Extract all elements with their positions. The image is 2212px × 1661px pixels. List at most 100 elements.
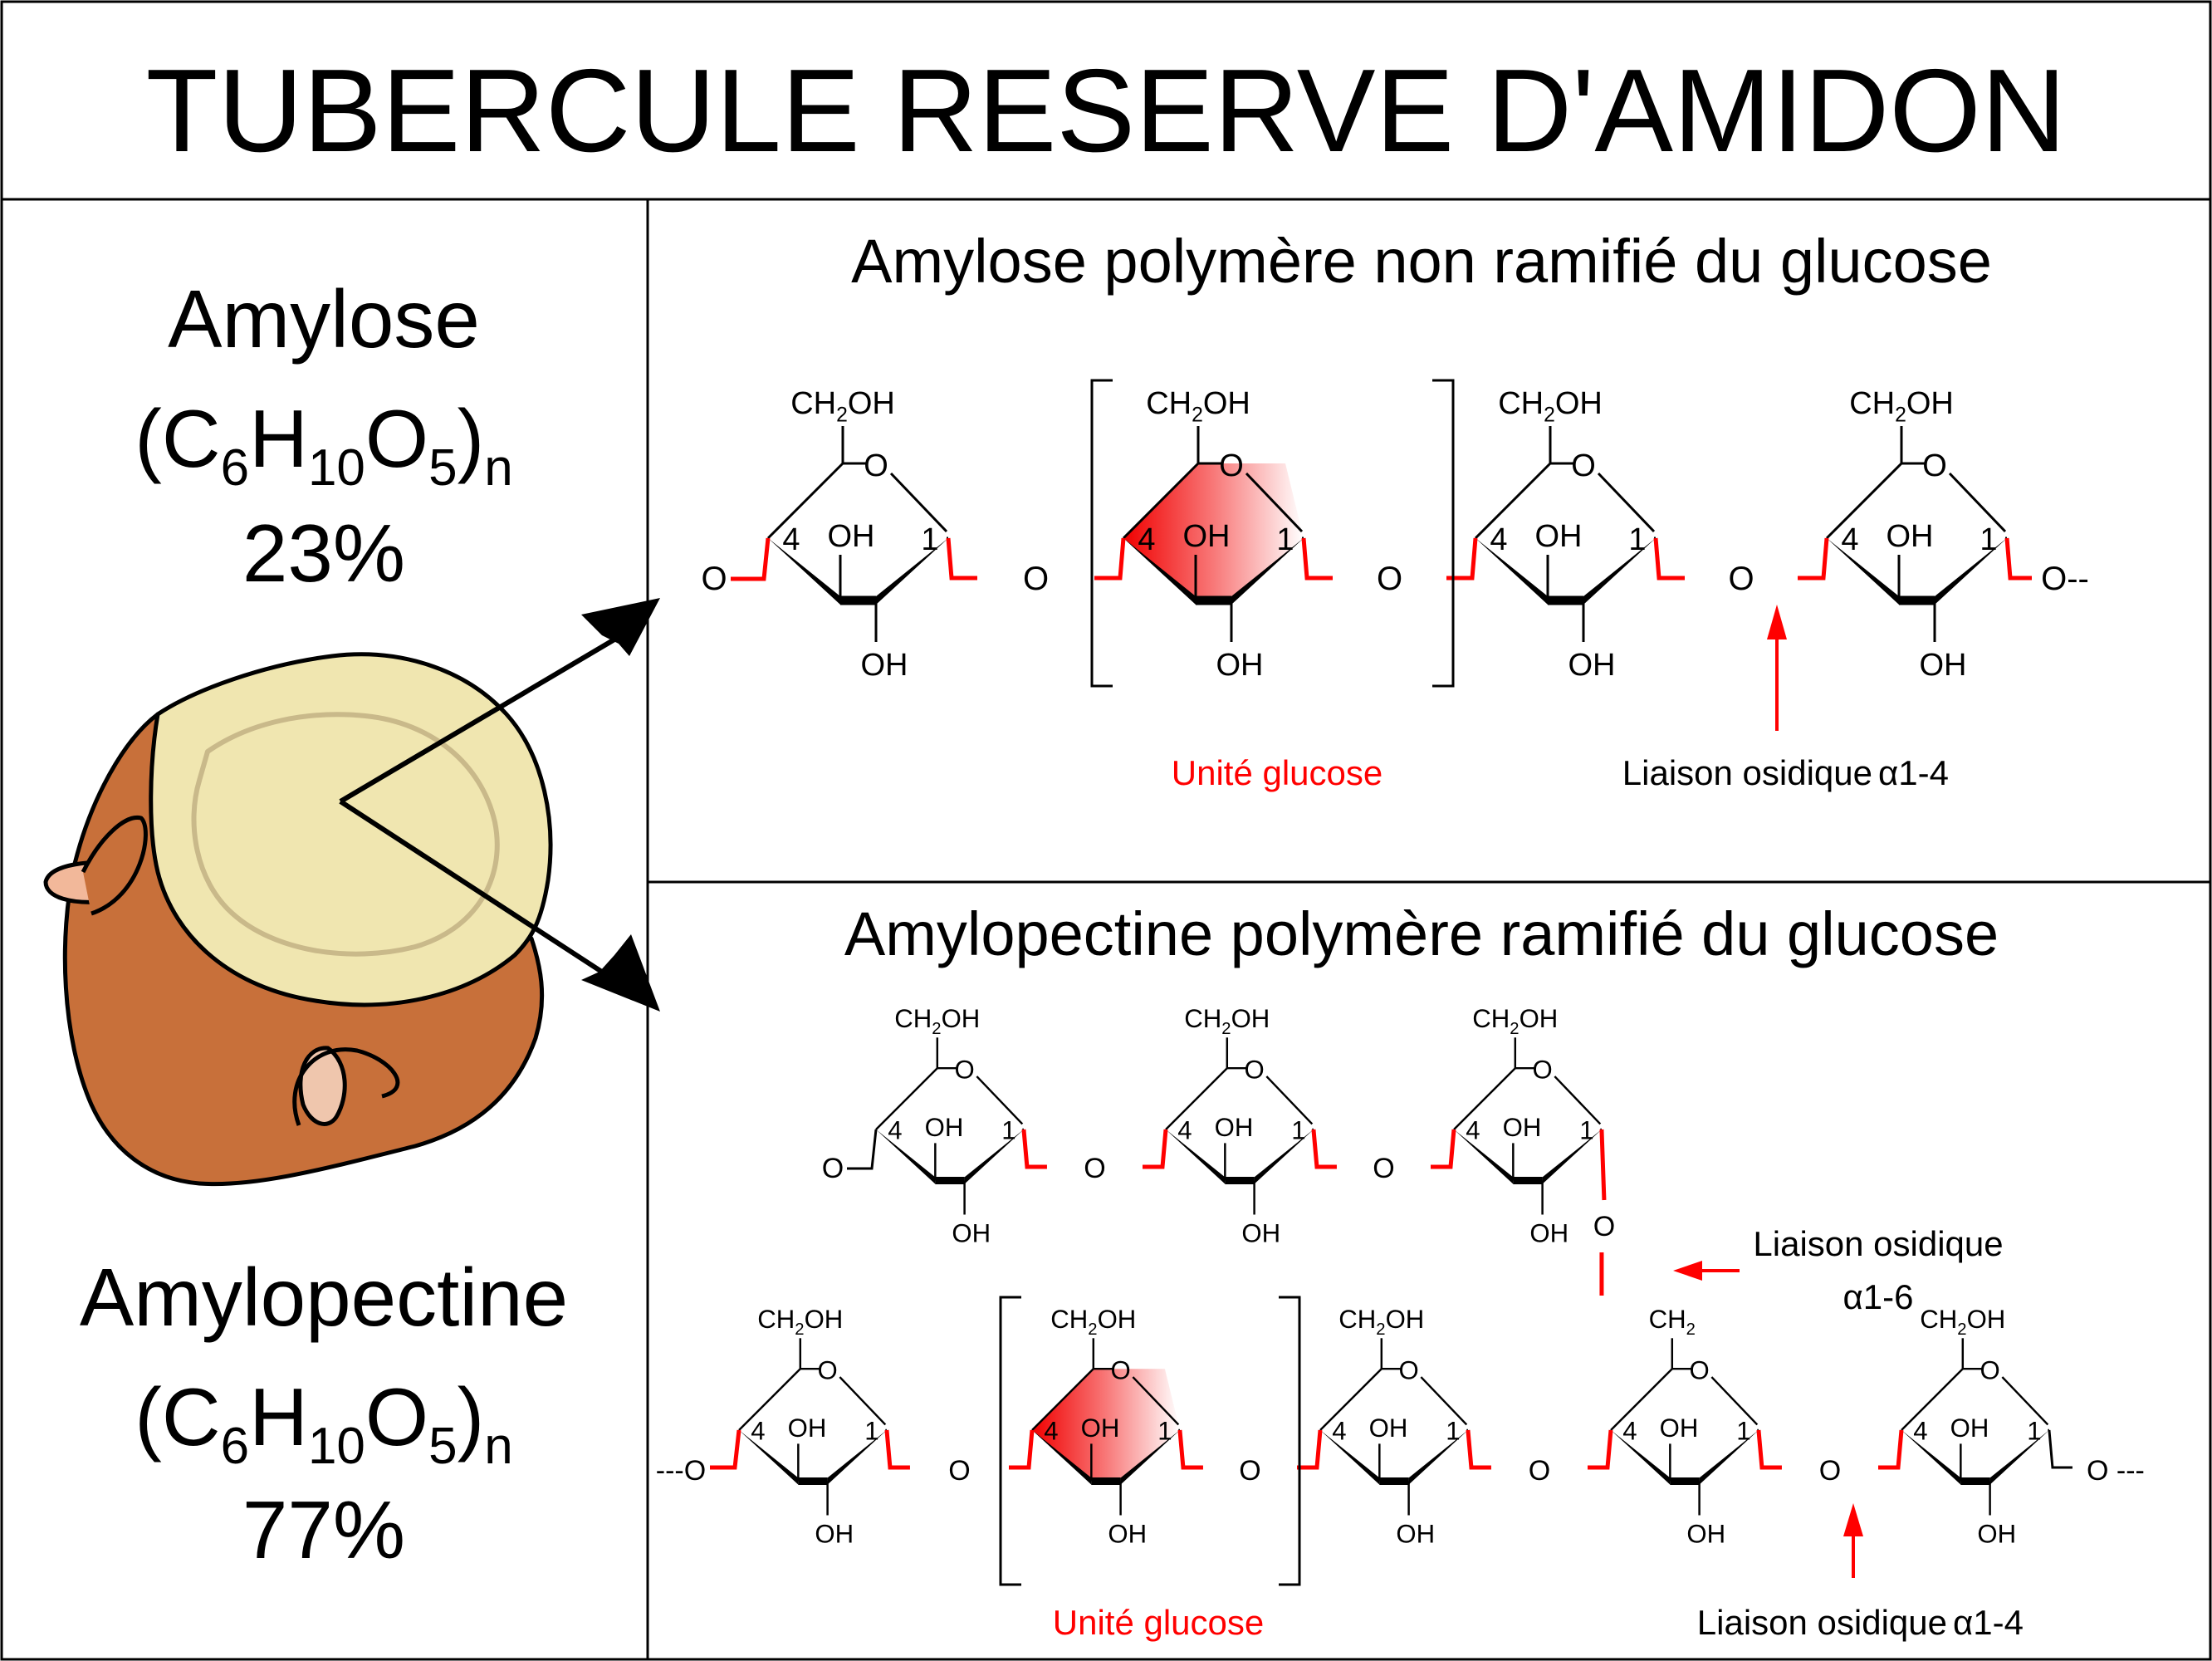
ch2oh-label: CH2OH [1498,386,1603,427]
amylopectine-formula: (C6H10O5)n [135,1371,513,1475]
ring-bond [1031,1368,1094,1431]
formula-sub: n [484,1418,512,1475]
ring-bond [875,1067,938,1130]
ring-oxygen: O [1532,1056,1552,1085]
c1-label: 1 [1276,522,1294,557]
ring-wedge [1935,538,2007,605]
ring-bond [1265,1075,1314,1125]
arrowhead-amylopectine [581,934,660,1012]
arrow-to-amylopectine [339,799,616,982]
ring-oxygen: O [1110,1356,1130,1385]
oh-label: OH [1215,1113,1254,1142]
ring-bond [1474,462,1552,540]
formula-sub: n [484,439,512,497]
amylopectine-heading: Amylopectine polymère ramifié du glucose [844,899,1999,968]
c4-label: 4 [751,1416,765,1445]
formula-sub: 5 [428,439,457,497]
amylose-unit-label: Unité glucose [1172,753,1382,792]
page-title: TUBERCULE RESERVE D'AMIDON [146,45,2067,177]
oh-label: OH [815,1519,854,1548]
ring-bond [1122,462,1200,540]
c1-label: 1 [1980,522,1997,557]
bond-arrowhead [1843,1503,1863,1536]
oh-label: OH [952,1218,991,1247]
glycosidic-bond [1311,1129,1337,1169]
unit-bracket-right [1432,379,1455,688]
glycosidic-bond [2004,537,2032,581]
ring-bond [1245,472,1304,533]
oh-label: OH [1568,648,1616,683]
glycosidic-bond [1431,1129,1456,1169]
ring-bond [738,1368,801,1431]
ring-oxygen: O [1571,448,1596,483]
c1-label: 1 [921,522,938,557]
ch2oh-label: CH2OH [757,1305,843,1339]
link-oxygen: O [1728,561,1754,597]
link-oxygen: O [1593,1211,1615,1242]
glycosidic-bond [1297,1429,1323,1470]
glycosidic-bond [1021,1129,1047,1169]
ch2oh-label: CH2OH [1338,1305,1424,1339]
ring-wedge [1583,538,1656,605]
c4-label: 4 [1490,522,1507,557]
branch-arrowhead [1673,1261,1702,1281]
potato-eye [81,815,148,916]
c4-label: 4 [888,1115,902,1144]
ring-oxygen: O [1244,1056,1264,1085]
ring-bond [1319,1368,1382,1431]
unit-bracket-left [1090,379,1113,688]
ring-bond [1597,472,1656,533]
link-oxygen: O [1819,1455,1841,1487]
ch2oh-label: CH2OH [1920,1305,2005,1339]
c1-label: 1 [1157,1416,1172,1445]
ring-bond [1420,1376,1468,1426]
oh-label: OH [925,1113,964,1142]
formula-o: O [365,1371,428,1463]
c1-label: 1 [1579,1115,1593,1144]
oh-label: OH [1887,519,1934,554]
formula-close: ) [458,1371,485,1463]
glycosidic-bond [1301,537,1333,581]
ring-wedge [1475,538,1548,605]
potato-flesh [149,652,553,1007]
link-oxygen: O [1529,1455,1550,1487]
ch2oh-label: CH2OH [1050,1305,1136,1339]
ring-wedge [1231,538,1304,605]
formula-sub: 10 [308,439,365,497]
unit-bracket-right [1279,1296,1301,1586]
ring-bond [1901,1368,1964,1431]
formula-sub: 6 [221,439,249,497]
glucose-ring-fill [1123,463,1304,600]
amylopectine-unit-label: Unité glucose [1053,1603,1264,1642]
ch2oh-label: CH2OH [790,386,895,427]
glycosidic-bond [1588,1429,1613,1470]
ring-wedge [1123,538,1196,605]
ring-oxygen: O [1398,1356,1418,1385]
link-oxygen: O [1084,1153,1105,1184]
ch2oh-label: CH2OH [1472,1004,1558,1038]
glycosidic-bond [1446,537,1478,581]
amylose-heading: Amylose polymère non ramifié du glucose [851,227,1992,296]
ring-wedge [768,538,840,605]
chain-start-label: ---O [656,1455,706,1487]
glycosidic-bond [1878,1429,1904,1470]
oh-label: OH [1216,648,1264,683]
ring-bond [2048,1429,2073,1469]
branch-bond-label: Liaison osidique [1753,1224,2003,1263]
formula-open: (C [135,1371,220,1463]
amylose-formula: (C6H10O5)n [135,393,513,497]
potato-eye [292,1047,400,1126]
amylopectine-summary: Amylopectine (C6H10O5)n 77% [80,1252,568,1575]
ring-wedge [1827,538,1899,605]
ring-bond [2001,1376,2049,1426]
ch2oh-label: CH2OH [1184,1004,1270,1038]
oh-label: OH [1241,1218,1280,1247]
ring-bond [1453,1067,1516,1130]
unit-bracket-left [999,1296,1021,1586]
